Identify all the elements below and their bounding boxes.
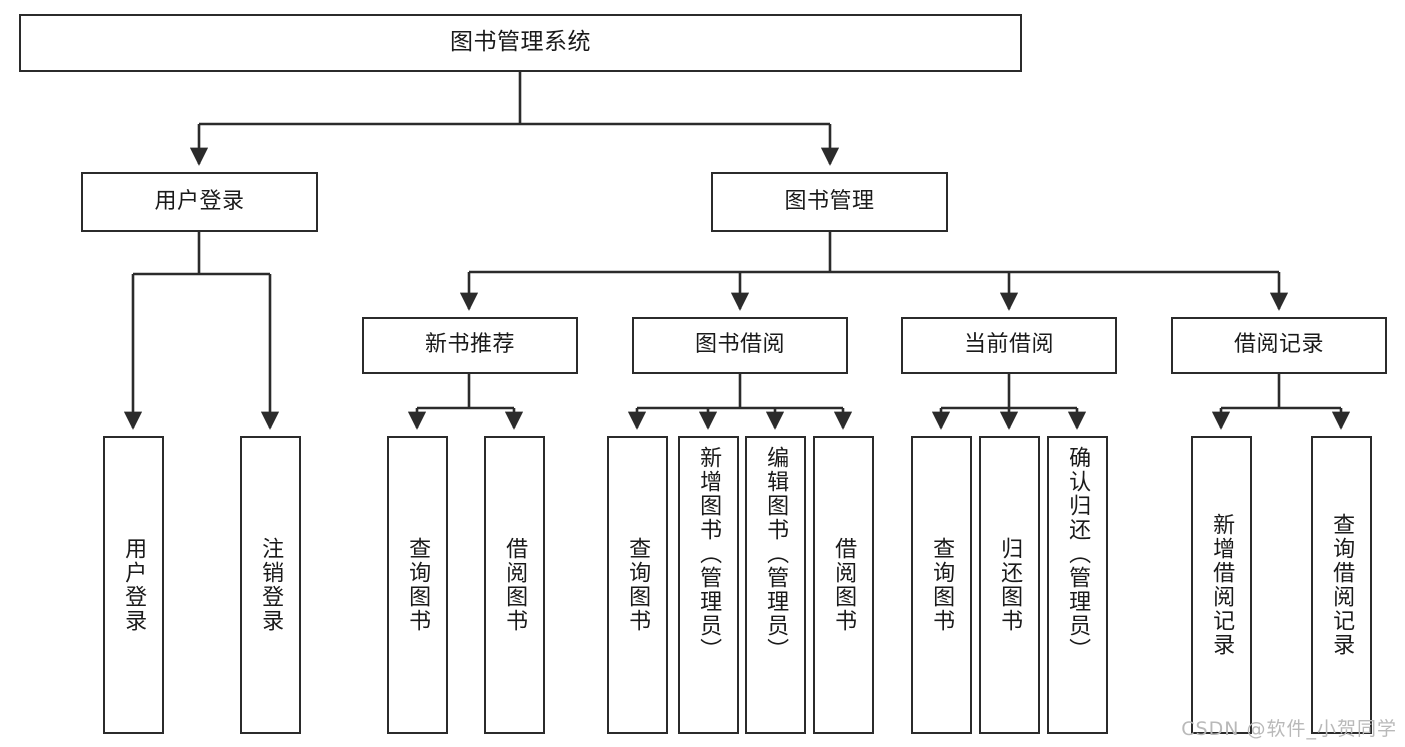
- node-leaf-borrow-book-2[interactable]: 借阅图书: [813, 436, 874, 734]
- node-leaf-query-record-label: 查询借阅记录: [1329, 513, 1355, 657]
- node-leaf-borrow-book-1-label: 借阅图书: [502, 537, 528, 633]
- node-leaf-query-book-3[interactable]: 查询图书: [911, 436, 972, 734]
- node-new-book-rec[interactable]: 新书推荐: [362, 317, 578, 374]
- node-new-book-rec-label: 新书推荐: [424, 332, 515, 358]
- node-user-login[interactable]: 用户登录: [81, 172, 318, 232]
- node-leaf-confirm-return[interactable]: 确认归还（管理员）: [1047, 436, 1108, 734]
- node-book-manage-label: 图书管理: [784, 188, 875, 214]
- node-leaf-logout[interactable]: 注销登录: [240, 436, 301, 734]
- node-leaf-query-book-2[interactable]: 查询图书: [607, 436, 668, 734]
- node-root[interactable]: 图书管理系统: [19, 14, 1022, 72]
- node-current-borrow[interactable]: 当前借阅: [901, 317, 1117, 374]
- node-leaf-user-login[interactable]: 用户登录: [103, 436, 164, 734]
- node-leaf-return-book[interactable]: 归还图书: [979, 436, 1040, 734]
- node-leaf-edit-book-label: 编辑图书（管理员）: [763, 446, 789, 662]
- watermark-text: CSDN @软件_小贺同学: [1181, 718, 1397, 740]
- node-leaf-borrow-book-2-label: 借阅图书: [831, 537, 857, 633]
- node-leaf-query-book-1[interactable]: 查询图书: [387, 436, 448, 734]
- node-leaf-edit-book[interactable]: 编辑图书（管理员）: [745, 436, 806, 734]
- node-user-login-label: 用户登录: [154, 188, 245, 214]
- node-leaf-confirm-return-label: 确认归还（管理员）: [1065, 446, 1091, 662]
- node-book-borrow-label: 图书借阅: [694, 332, 785, 358]
- node-leaf-query-book-3-label: 查询图书: [929, 537, 955, 633]
- node-book-borrow[interactable]: 图书借阅: [632, 317, 848, 374]
- node-leaf-logout-label: 注销登录: [258, 537, 284, 633]
- node-current-borrow-label: 当前借阅: [963, 332, 1054, 358]
- node-leaf-add-book[interactable]: 新增图书（管理员）: [678, 436, 739, 734]
- node-leaf-user-login-label: 用户登录: [121, 537, 147, 633]
- node-leaf-query-record[interactable]: 查询借阅记录: [1311, 436, 1372, 734]
- node-leaf-add-record-label: 新增借阅记录: [1209, 513, 1235, 657]
- node-leaf-query-book-1-label: 查询图书: [405, 537, 431, 633]
- node-borrow-record-label: 借阅记录: [1233, 332, 1324, 358]
- node-book-manage[interactable]: 图书管理: [711, 172, 948, 232]
- node-leaf-add-record[interactable]: 新增借阅记录: [1191, 436, 1252, 734]
- node-leaf-add-book-label: 新增图书（管理员）: [696, 446, 722, 662]
- node-leaf-return-book-label: 归还图书: [997, 537, 1023, 633]
- node-root-label: 图书管理系统: [450, 29, 591, 56]
- node-borrow-record[interactable]: 借阅记录: [1171, 317, 1387, 374]
- node-leaf-borrow-book-1[interactable]: 借阅图书: [484, 436, 545, 734]
- node-leaf-query-book-2-label: 查询图书: [625, 537, 651, 633]
